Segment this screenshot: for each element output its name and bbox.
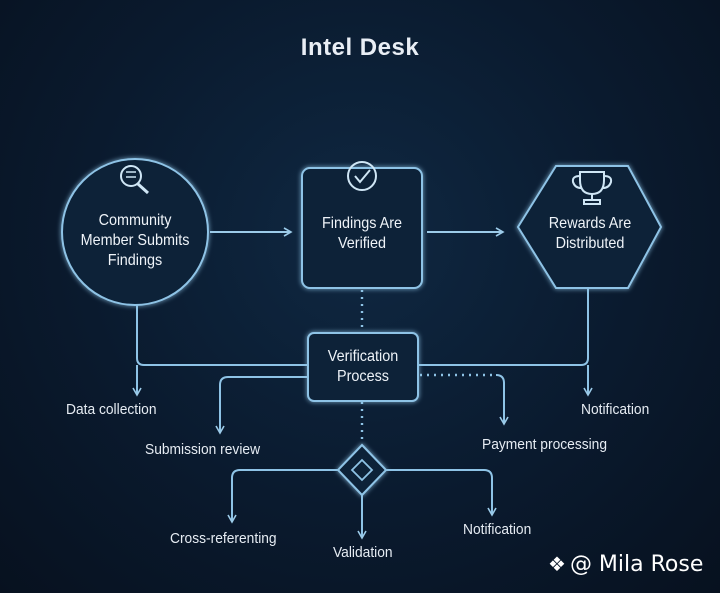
arrow-to-notification-bottom bbox=[386, 469, 497, 517]
verified-node-box bbox=[301, 167, 423, 289]
verification-node-label: Verification Process bbox=[327, 348, 399, 385]
verification-node-box bbox=[307, 332, 419, 402]
arrow-to-cross-referencing bbox=[227, 469, 338, 524]
rewards-node-hexagon bbox=[516, 165, 663, 289]
trophy-icon bbox=[571, 171, 613, 205]
checkmark-icon bbox=[347, 161, 377, 191]
search-icon bbox=[120, 165, 150, 195]
verified-node-label: Findings Are Verified bbox=[321, 215, 403, 252]
arrow-to-submission-review bbox=[215, 376, 308, 435]
bus-left bbox=[136, 305, 307, 366]
label-validation: Validation bbox=[333, 544, 393, 561]
watermark-text: @ Mila Rose bbox=[569, 552, 704, 577]
bus-right bbox=[419, 288, 589, 366]
diamond-logo-icon: ❖ bbox=[548, 552, 566, 576]
watermark: ❖@ Mila Rose bbox=[548, 552, 703, 577]
label-payment-processing: Payment processing bbox=[482, 436, 608, 453]
page-title: Intel Desk bbox=[300, 34, 420, 61]
rewards-node-label: Rewards Are Distributed bbox=[548, 215, 632, 252]
submit-node-label: Community Member Submits Findings bbox=[80, 212, 190, 269]
arrow-to-payment-processing bbox=[495, 374, 509, 426]
submit-node-circle bbox=[61, 158, 209, 306]
label-cross-referencing: Cross-referenting bbox=[170, 530, 277, 547]
diamond-icon bbox=[350, 458, 374, 482]
decision-diamond bbox=[336, 443, 388, 497]
label-submission-review: Submission review bbox=[145, 441, 261, 458]
label-notification-bottom: Notification bbox=[463, 521, 532, 538]
label-notification-right: Notification bbox=[581, 401, 650, 418]
label-data-collection: Data collection bbox=[66, 401, 157, 418]
